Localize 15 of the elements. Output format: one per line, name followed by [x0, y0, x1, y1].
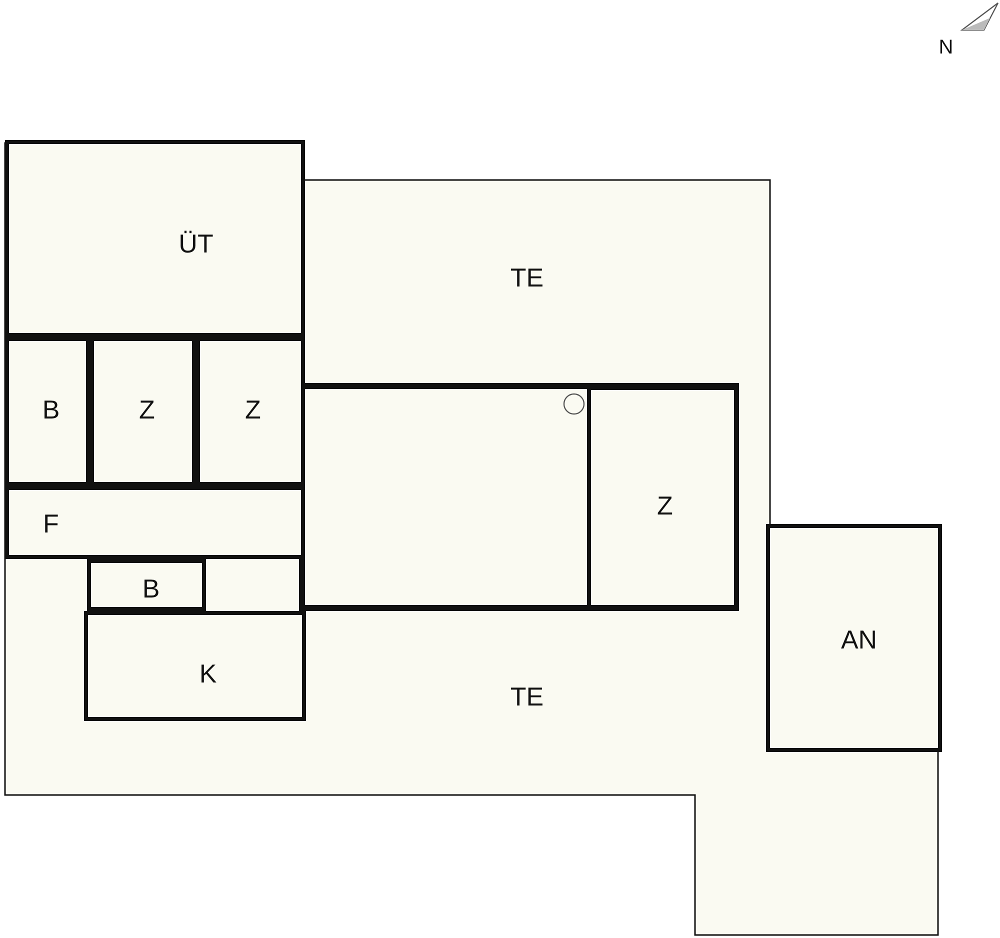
room-label: K [199, 658, 217, 690]
room-label: Z [657, 490, 673, 522]
room-label: F [43, 508, 59, 540]
room-label: ÜT [178, 228, 214, 260]
room-label: TE [510, 262, 544, 294]
room [766, 524, 942, 752]
room-label: AN [840, 624, 878, 656]
room [5, 140, 305, 337]
room-label: TE [510, 682, 544, 712]
room-label: B [42, 394, 60, 426]
room-label: B [142, 574, 160, 604]
room-label: Z [139, 394, 155, 426]
room [84, 611, 306, 721]
north-label: N [938, 36, 954, 60]
room-label: Z [245, 394, 261, 426]
